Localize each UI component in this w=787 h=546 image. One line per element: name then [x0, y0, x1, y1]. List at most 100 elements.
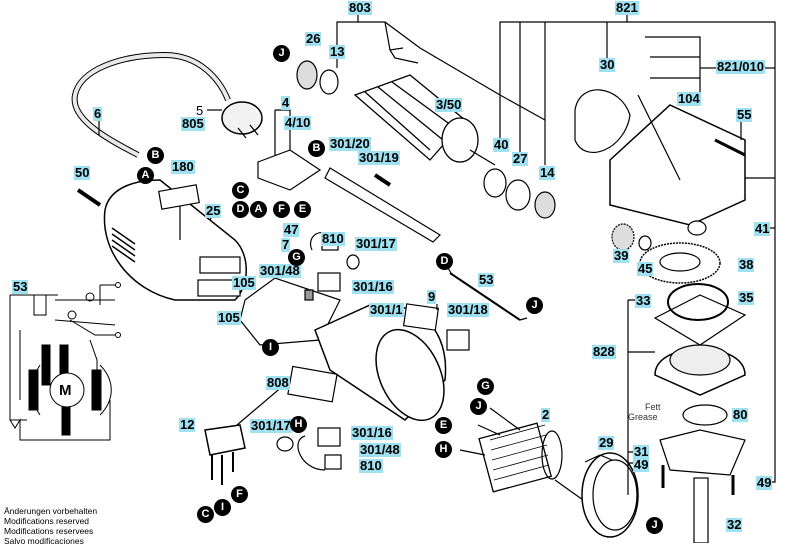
grease-note-en: Grease	[628, 412, 658, 422]
part-label-7: 7	[281, 237, 291, 252]
part-label-808: 808	[266, 375, 290, 390]
bearing-13	[319, 69, 339, 95]
connector-marker-c2: C	[197, 506, 214, 523]
connector-marker-i: I	[262, 339, 279, 356]
motor-symbol: M	[59, 382, 72, 399]
part-label-4: 4	[281, 95, 291, 110]
part-label-821: 821	[615, 0, 639, 15]
part-label-45: 45	[637, 261, 654, 276]
part-label-38: 38	[738, 257, 755, 272]
bearing-41	[687, 220, 707, 236]
part-label-32: 32	[726, 517, 743, 532]
part-label-5: 5	[196, 103, 204, 118]
part-label-301-48-upper: 301/48	[259, 263, 301, 278]
connector-marker-c: C	[232, 182, 249, 199]
bearing-14	[534, 191, 556, 219]
part-label-27: 27	[512, 151, 529, 166]
bearing-26	[296, 60, 318, 90]
part-label-2: 2	[541, 407, 551, 422]
part-label-41: 41	[754, 221, 771, 236]
part-label-810-lower: 810	[359, 458, 383, 473]
connector-marker-g: G	[288, 249, 305, 266]
grease-note-de: Fett	[645, 402, 661, 412]
connector-marker-f: F	[273, 201, 290, 218]
part-label-50: 50	[74, 165, 91, 180]
part-label-301-1: 301/1	[369, 302, 404, 317]
part-label-810-upper: 810	[321, 231, 345, 246]
part-label-29: 29	[598, 435, 615, 450]
part-label-6: 6	[93, 106, 103, 121]
wiring-schematic	[9, 282, 121, 441]
clamp-plate	[659, 429, 746, 476]
part-label-30: 30	[599, 57, 616, 72]
part-label-14: 14	[539, 165, 556, 180]
part-label-40: 40	[493, 137, 510, 152]
connector-marker-b2: B	[308, 140, 325, 157]
part-label-301-18: 301/18	[447, 302, 489, 317]
part-label-12: 12	[179, 417, 196, 432]
part-label-301-48-lower: 301/48	[359, 442, 401, 457]
ring-27	[505, 179, 531, 211]
nut-45	[638, 235, 652, 251]
connector-marker-j2: J	[526, 297, 543, 314]
part-label-49-right: 49	[756, 475, 773, 490]
connector-marker-a2: A	[250, 201, 267, 218]
part-label-105-lower: 105	[217, 310, 241, 325]
gear-housing	[609, 104, 746, 226]
switch-12	[204, 424, 246, 456]
flange-35	[653, 294, 747, 346]
part-label-3-50: 3/50	[435, 97, 463, 112]
part-label-301-17-upper: 301/17	[355, 236, 397, 251]
connector-marker-b: B	[147, 147, 164, 164]
guard-disk-30	[574, 89, 631, 153]
ring-40	[483, 168, 507, 198]
brush-holder	[257, 149, 322, 191]
part-label-55: 55	[736, 107, 753, 122]
part-label-33: 33	[635, 293, 652, 308]
rail	[324, 167, 441, 243]
stator-coil	[478, 422, 563, 493]
connector-marker-i2: I	[214, 499, 231, 516]
connector-marker-d2: D	[436, 253, 453, 270]
part-label-53-rod: 53	[478, 272, 495, 287]
part-label-301-19: 301/19	[358, 150, 400, 165]
part-label-25: 25	[205, 203, 222, 218]
washer-80	[682, 404, 728, 426]
part-label-301-17-lower: 301/17	[250, 418, 292, 433]
part-label-47: 47	[283, 222, 300, 237]
connector-marker-g2: G	[477, 378, 494, 395]
part-label-301-16-lower: 301/16	[351, 425, 393, 440]
part-label-4-10: 4/10	[284, 115, 312, 130]
rod-53	[449, 272, 521, 321]
connector-marker-a: A	[137, 167, 154, 184]
connector-marker-h2: H	[435, 441, 452, 458]
guard-29	[581, 452, 639, 538]
spindle	[693, 477, 709, 543]
part-label-805: 805	[181, 116, 205, 131]
connector-marker-f2: F	[231, 486, 248, 503]
connector-marker-j4: J	[646, 517, 663, 534]
plug	[221, 101, 263, 135]
connector-marker-e: E	[294, 201, 311, 218]
connector-marker-d: D	[232, 201, 249, 218]
part-label-180: 180	[171, 159, 195, 174]
pinion-39	[611, 223, 635, 251]
part-label-39: 39	[613, 248, 630, 263]
part-label-31: 31	[633, 444, 650, 459]
part-label-301-20: 301/20	[329, 136, 371, 151]
part-label-49-left: 49	[633, 457, 650, 472]
part-label-828: 828	[592, 344, 616, 359]
footer-note-de: Änderungen vorbehalten	[4, 506, 98, 516]
connector-marker-e2: E	[435, 417, 452, 434]
connector-marker-h: H	[290, 416, 307, 433]
part-label-105-upper: 105	[232, 275, 256, 290]
part-label-35: 35	[738, 290, 755, 305]
connector-marker-j3: J	[470, 398, 487, 415]
footer-note-fr: Modifications reservees	[4, 526, 94, 536]
footer-note-en: Modifications reserved	[4, 516, 90, 526]
part-label-26: 26	[305, 31, 322, 46]
part-label-13: 13	[329, 44, 346, 59]
armature	[353, 74, 496, 166]
